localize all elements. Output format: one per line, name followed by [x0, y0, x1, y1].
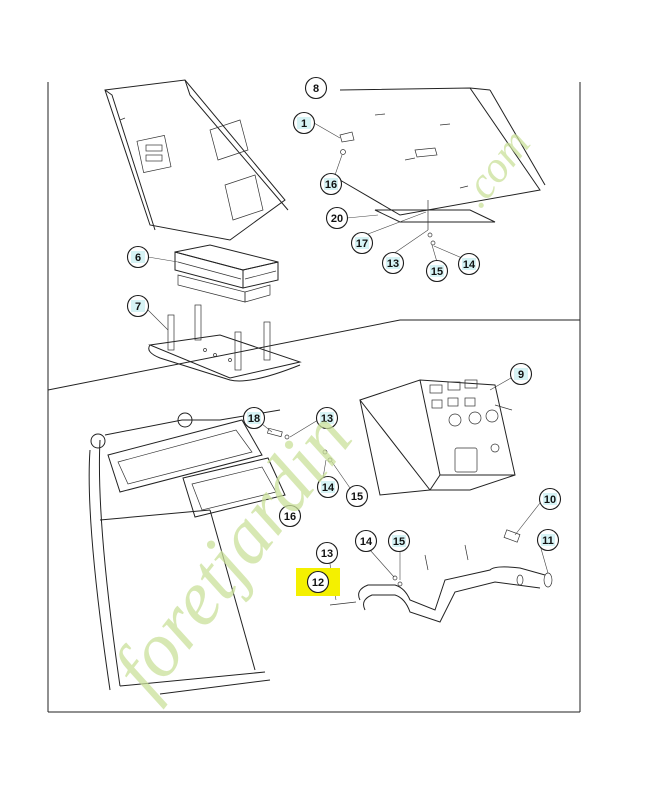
bolt-18	[267, 427, 290, 440]
callout-number: 9	[518, 369, 524, 381]
callout-15: 15	[345, 484, 369, 508]
leader-lines	[147, 122, 549, 601]
callout-number: 15	[351, 491, 363, 503]
strip-20	[374, 209, 496, 223]
watermark-suffix: .com	[449, 120, 540, 217]
stacked-plates-6	[174, 244, 279, 303]
callout-number: 13	[321, 413, 333, 425]
callout-17: 17	[350, 231, 374, 255]
callout-number: 15	[431, 266, 443, 278]
callout-number: 7	[135, 301, 141, 313]
callout-12: 12	[296, 568, 340, 596]
callout-circle	[306, 570, 330, 594]
callout-label-box	[324, 178, 338, 190]
control-panel-9	[359, 379, 516, 496]
callout-number: 17	[356, 238, 368, 250]
callout-label-box	[247, 412, 261, 424]
callout-label-box	[543, 493, 557, 505]
callout-number: 8	[313, 83, 319, 95]
callout-1: 1	[292, 111, 316, 135]
callout-label-box	[355, 237, 369, 249]
watermark: foretjardin .com	[95, 120, 540, 711]
callout-15: 15	[387, 529, 411, 553]
callout-15: 15	[425, 259, 449, 283]
callout-number: 13	[321, 548, 333, 560]
callout-label-box	[320, 412, 334, 424]
control-box-housing	[104, 79, 289, 241]
callout-circle	[325, 206, 349, 230]
callout-number: 6	[135, 252, 141, 264]
callout-16: 16	[319, 172, 343, 196]
callout-6: 6	[126, 245, 150, 269]
callout-14: 14	[316, 475, 340, 499]
callout-number: 20	[331, 213, 343, 225]
callout-circle	[354, 529, 378, 553]
callout-label-box	[321, 481, 335, 493]
callout-circle	[304, 76, 328, 100]
callout-18: 18	[242, 406, 266, 430]
callout-13: 13	[315, 541, 339, 565]
callout-label-box	[541, 534, 555, 546]
handle-bar-11	[358, 566, 553, 623]
callout-number: 14	[463, 259, 476, 271]
callout-number: 14	[322, 482, 335, 494]
callout-number: 18	[248, 413, 260, 425]
callout-label-box	[462, 258, 476, 270]
callout-layer: 8 1 16 20 17 13 15 14 6 7 9 18 13 14 15 16 10 11 13 14 15 12	[126, 76, 562, 596]
callout-number: 14	[360, 536, 373, 548]
callout-11: 11	[536, 528, 560, 552]
diagram-frame	[47, 82, 581, 713]
callout-label-box	[514, 368, 528, 380]
callout-9: 9	[509, 362, 533, 386]
callout-20: 20	[325, 206, 349, 230]
callout-7: 7	[126, 294, 150, 318]
callout-circle	[278, 504, 302, 528]
callout-number: 16	[284, 511, 296, 523]
callout-number: 15	[393, 536, 405, 548]
callout-label-box	[131, 300, 145, 312]
callout-number: 11	[542, 535, 554, 547]
fasteners-upper	[340, 149, 436, 246]
gasket-frame-upper	[107, 419, 263, 493]
callout-number: 16	[325, 179, 337, 191]
callout-13: 13	[315, 406, 339, 430]
callout-label-box	[430, 265, 444, 277]
callout-8: 8	[304, 76, 328, 100]
callout-number: 10	[544, 494, 556, 506]
callout-number: 12	[312, 577, 324, 589]
callout-14: 14	[354, 529, 378, 553]
base-plate-7	[148, 304, 302, 382]
fasteners-lower	[322, 449, 521, 606]
callout-number: 13	[387, 258, 399, 270]
callout-label-box	[386, 257, 400, 269]
callout-circle	[345, 484, 369, 508]
callout-circle	[315, 541, 339, 565]
callout-label-box	[297, 117, 311, 129]
callout-13: 13	[381, 251, 405, 275]
callout-16: 16	[278, 504, 302, 528]
callout-number: 1	[301, 118, 307, 130]
callout-10: 10	[538, 487, 562, 511]
callout-label-box	[392, 535, 406, 547]
callout-14: 14	[457, 252, 481, 276]
lifting-frame	[88, 409, 281, 695]
panel-8	[339, 87, 546, 216]
gasket-16	[182, 457, 286, 518]
callout-label-box	[131, 251, 145, 263]
